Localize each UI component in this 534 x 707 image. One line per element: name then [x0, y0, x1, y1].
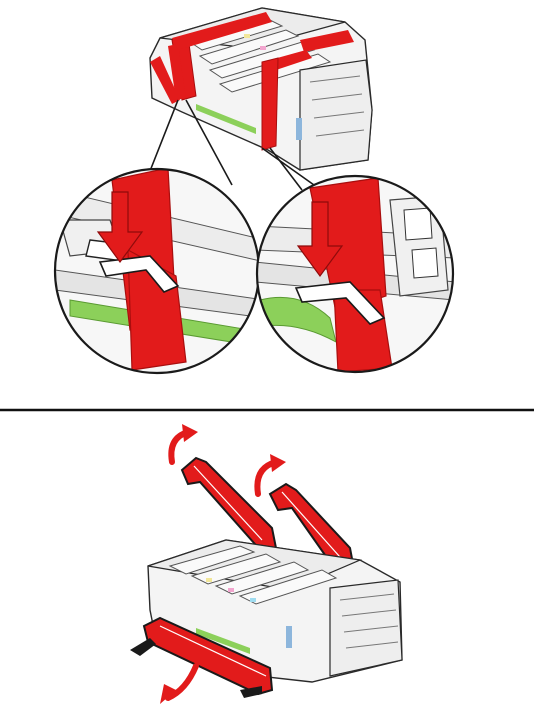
yellow-toner-mark — [206, 578, 212, 582]
lift-arrow-icon — [171, 424, 198, 462]
zoom-callout-left — [50, 160, 270, 380]
step-1-illustration — [50, 8, 470, 390]
blue-tab — [286, 626, 292, 648]
step-2-illustration — [130, 424, 402, 704]
pull-down-arrow-icon — [160, 666, 196, 704]
magenta-toner-mark — [260, 46, 266, 50]
magenta-toner-mark — [228, 588, 234, 592]
blue-tab — [296, 118, 302, 140]
yellow-toner-mark — [244, 34, 250, 38]
imaging-unit-top — [150, 8, 372, 170]
zoom-callout-right — [250, 170, 470, 390]
cyan-toner-mark — [250, 598, 256, 602]
